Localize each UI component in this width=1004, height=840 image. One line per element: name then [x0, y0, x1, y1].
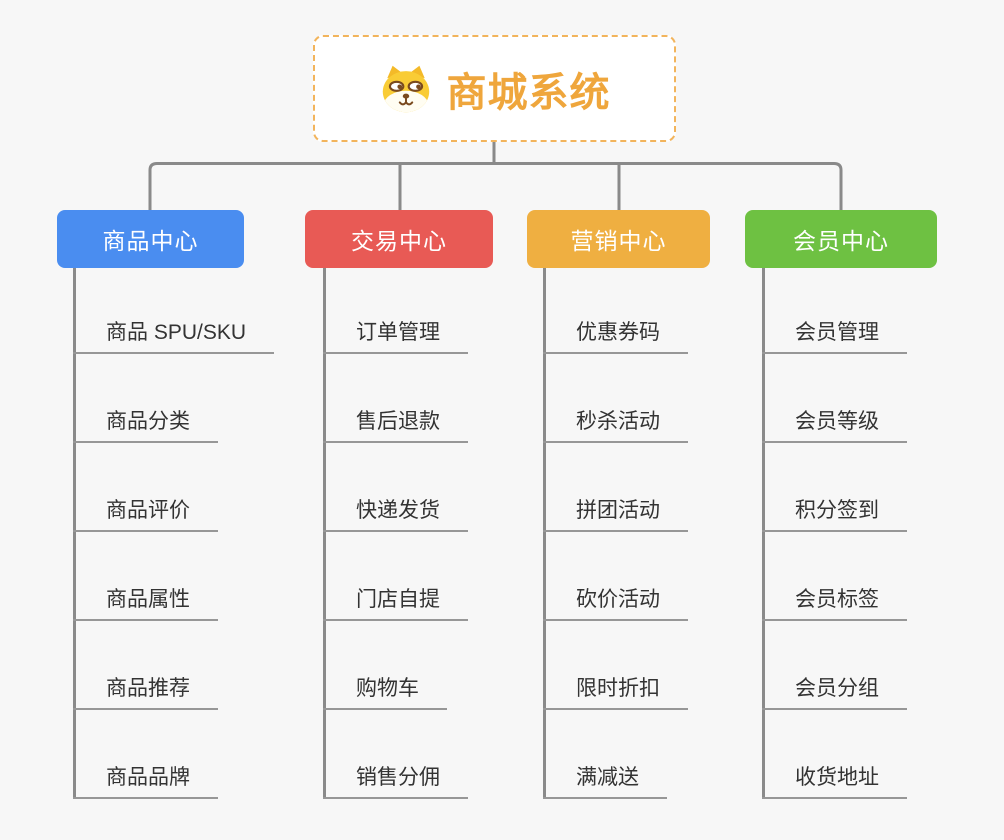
branch-label: 交易中心 [351, 228, 447, 254]
member-center-items: 会员管理 会员等级 积分签到 会员标签 会员分组 收货地址 [762, 268, 977, 813]
trade-center-items: 订单管理 售后退款 快递发货 门店自提 购物车 销售分佣 [323, 268, 538, 813]
branch-label: 商品中心 [102, 228, 199, 254]
leaf-item[interactable]: 商品分类 [73, 409, 218, 443]
branch-label: 营销中心 [570, 228, 667, 254]
leaf-item[interactable]: 积分签到 [762, 498, 907, 532]
leaf-item[interactable]: 会员等级 [762, 409, 907, 443]
product-center-items: 商品 SPU/SKU 商品分类 商品评价 商品属性 商品推荐 商品品牌 [73, 268, 288, 813]
dog-face-icon [382, 65, 429, 112]
branch-trade-center[interactable]: 交易中心 [305, 210, 493, 268]
leaf-item[interactable]: 会员管理 [762, 320, 907, 354]
marketing-center-items: 优惠券码 秒杀活动 拼团活动 砍价活动 限时折扣 满减送 [543, 268, 758, 813]
leaf-item[interactable]: 售后退款 [323, 409, 468, 443]
branch-product-center[interactable]: 商品中心 [57, 210, 244, 268]
branch-marketing-center[interactable]: 营销中心 [527, 210, 710, 268]
leaf-item[interactable]: 秒杀活动 [543, 409, 688, 443]
leaf-item[interactable]: 会员分组 [762, 676, 907, 710]
leaf-item[interactable]: 销售分佣 [323, 765, 468, 799]
leaf-item[interactable]: 商品 SPU/SKU [73, 320, 275, 354]
leaf-item[interactable]: 会员标签 [762, 587, 907, 621]
leaf-item[interactable]: 订单管理 [323, 320, 468, 354]
leaf-item[interactable]: 满减送 [543, 765, 667, 799]
leaf-item[interactable]: 收货地址 [762, 765, 907, 799]
root-node[interactable]: 商城系统 [313, 35, 676, 142]
leaf-item[interactable]: 商品属性 [73, 587, 218, 621]
leaf-item[interactable]: 商品品牌 [73, 765, 218, 799]
leaf-item[interactable]: 拼团活动 [543, 498, 688, 532]
leaf-item[interactable]: 门店自提 [323, 587, 468, 621]
leaf-item[interactable]: 商品推荐 [73, 676, 218, 710]
branch-label: 会员中心 [793, 228, 889, 254]
leaf-item[interactable]: 优惠券码 [543, 320, 688, 354]
leaf-item[interactable]: 购物车 [323, 676, 447, 710]
leaf-item[interactable]: 快递发货 [323, 498, 468, 532]
root-title: 商城系统 [446, 70, 611, 115]
leaf-item[interactable]: 砍价活动 [543, 587, 688, 621]
leaf-item[interactable]: 限时折扣 [543, 676, 688, 710]
branch-member-center[interactable]: 会员中心 [745, 210, 937, 268]
leaf-item[interactable]: 商品评价 [73, 498, 218, 532]
